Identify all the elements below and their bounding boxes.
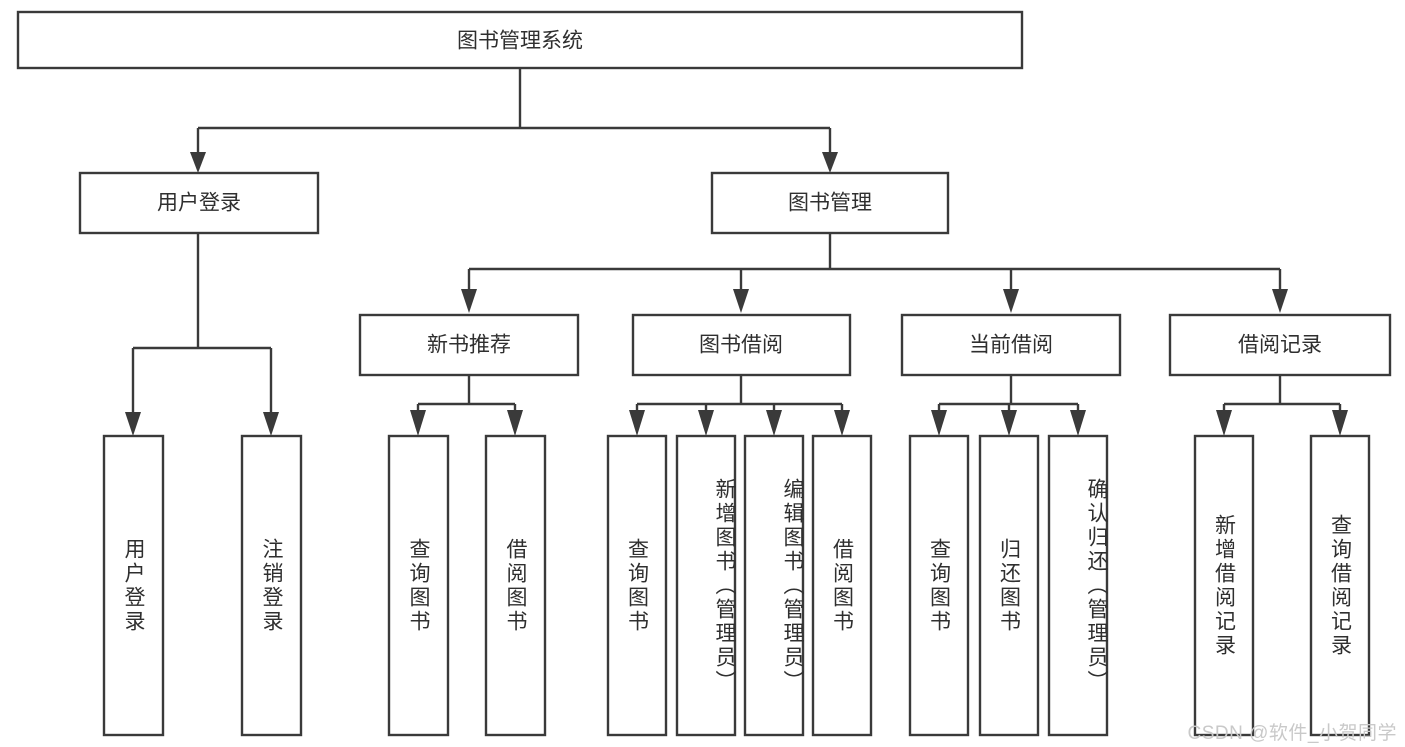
leaf-box-new-book-2[interactable] xyxy=(484,434,547,737)
node-current-borrow[interactable]: 当前借阅 xyxy=(900,313,1122,377)
leaf-box-borrow-record-2[interactable] xyxy=(1309,434,1371,737)
leaf-box-current-borrow-1[interactable] xyxy=(908,434,970,737)
leaf-box-user-login-1[interactable] xyxy=(102,434,165,737)
node-borrow-record-box[interactable] xyxy=(1168,313,1392,377)
leaf-box-book-borrow-3[interactable] xyxy=(743,434,805,737)
leaf-box-current-borrow-3[interactable] xyxy=(1047,434,1109,737)
arrow-icon-currentborrow-leaf-1 xyxy=(931,410,947,436)
node-current-borrow-label: 当前借阅 xyxy=(969,334,1053,357)
leaf-box-current-borrow-2[interactable] xyxy=(978,434,1040,737)
node-book-manage[interactable]: 图书管理 xyxy=(710,171,950,235)
arrow-icon-currentborrow-leaf-3 xyxy=(1070,410,1086,436)
arrow-icon-borrowrecord-leaf-2 xyxy=(1332,410,1348,436)
node-user-login-label: 用户登录 xyxy=(157,192,241,215)
arrow-icon-bookborrow-leaf-1 xyxy=(629,410,645,436)
arrow-icon-bookborrow-leaf-2 xyxy=(698,410,714,436)
arrow-icon-to-book-manage xyxy=(822,152,838,173)
node-book-borrow-box[interactable] xyxy=(631,313,852,377)
node-root-label: 图书管理系统 xyxy=(457,30,583,53)
leaf-box-book-borrow-1[interactable] xyxy=(606,434,668,737)
node-book-manage-label: 图书管理 xyxy=(788,192,872,215)
arrow-icon-userlogin-leaf-2 xyxy=(263,412,279,436)
arrow-icon-borrowrecord-leaf-1 xyxy=(1216,410,1232,436)
arrow-icon-to-book-borrow xyxy=(733,289,749,313)
node-root[interactable]: 图书管理系统 xyxy=(16,10,1024,70)
arrow-icon-to-new-book xyxy=(461,289,477,313)
arrow-icon-userlogin-leaf-1 xyxy=(125,412,141,436)
arrow-icon-newbook-leaf-2 xyxy=(507,410,523,436)
node-new-book-recommend[interactable]: 新书推荐 xyxy=(358,313,580,377)
node-user-login-box[interactable] xyxy=(78,171,320,235)
leaf-box-new-book-1[interactable] xyxy=(387,434,450,737)
node-new-book-recommend-label: 新书推荐 xyxy=(427,334,511,357)
arrow-icon-to-borrow-record xyxy=(1272,289,1288,313)
node-borrow-record[interactable]: 借阅记录 xyxy=(1168,313,1392,377)
arrow-icon-bookborrow-leaf-3 xyxy=(766,410,782,436)
leaf-box-user-login-2[interactable] xyxy=(240,434,303,737)
leaf-box-borrow-record-1[interactable] xyxy=(1193,434,1255,737)
leaf-box-book-borrow-4[interactable] xyxy=(811,434,873,737)
arrow-icon-bookborrow-leaf-4 xyxy=(834,410,850,436)
node-book-borrow[interactable]: 图书借阅 xyxy=(631,313,852,377)
node-current-borrow-box[interactable] xyxy=(900,313,1122,377)
watermark-label: CSDN @软件_小贺同学 xyxy=(1187,723,1397,744)
node-layer: 图书管理系统 用户登录 图书管理 新书推荐 图书借阅 xyxy=(16,10,1392,737)
leaf-box-book-borrow-2[interactable] xyxy=(675,434,737,737)
node-new-book-recommend-box[interactable] xyxy=(358,313,580,377)
node-book-manage-box[interactable] xyxy=(710,171,950,235)
arrow-icon-to-user-login xyxy=(190,152,206,173)
arrow-icon-newbook-leaf-1 xyxy=(410,410,426,436)
node-root-box[interactable] xyxy=(16,10,1024,70)
node-borrow-record-label: 借阅记录 xyxy=(1238,334,1322,357)
arrow-icon-currentborrow-leaf-2 xyxy=(1001,410,1017,436)
arrow-icon-to-current-borrow xyxy=(1003,289,1019,313)
node-user-login[interactable]: 用户登录 xyxy=(78,171,320,235)
node-book-borrow-label: 图书借阅 xyxy=(699,334,783,357)
connector-layer xyxy=(125,68,1348,436)
